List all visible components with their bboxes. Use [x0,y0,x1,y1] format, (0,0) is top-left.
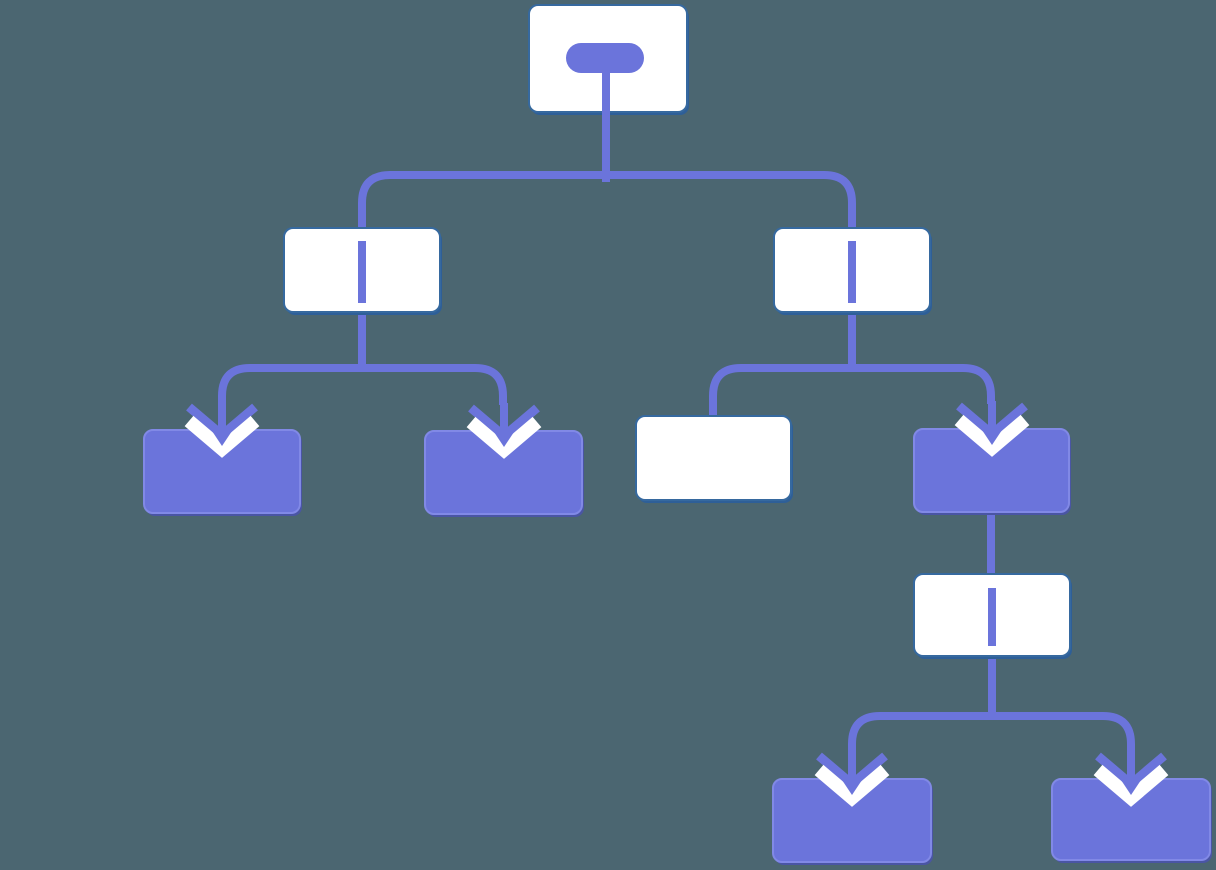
edge-mid-to-bottom-leaves [848,712,1135,752]
chevron-down-arrow-icon [1093,751,1169,807]
chevron-down-arrow-icon [466,403,541,459]
root-pill-icon [566,43,644,73]
chevron-down-arrow-icon [814,751,890,807]
edge-branch-left-to-leaves [218,364,507,405]
branch-node-left[interactable] [283,227,441,313]
divider-bar-icon [358,241,366,303]
root-node[interactable] [528,4,688,182]
branch-node-mid[interactable] [913,573,1071,657]
leaf-node-3[interactable] [635,415,792,501]
leaf-node-5[interactable] [772,778,932,863]
edge-root-to-branches [358,171,856,228]
branch-node-right[interactable] [773,227,931,313]
chevron-down-arrow-icon [954,401,1029,457]
root-stem-connector [602,70,610,182]
divider-bar-icon [848,241,856,303]
edge-branch-right-to-leaves [709,364,995,417]
divider-bar-icon [988,588,996,646]
chevron-down-arrow-icon [184,402,260,458]
